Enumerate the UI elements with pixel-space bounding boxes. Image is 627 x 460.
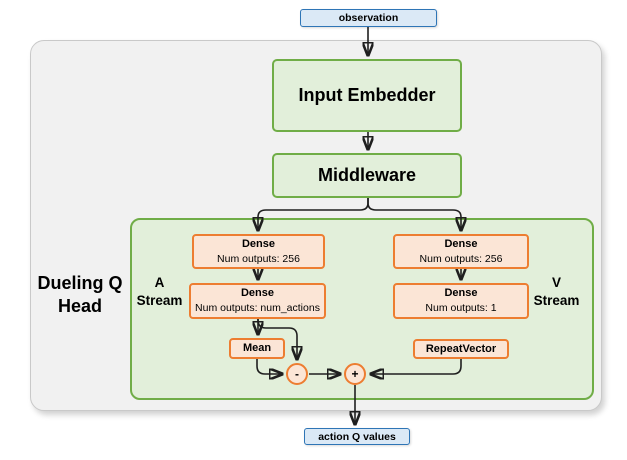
observation-node: observation bbox=[300, 9, 437, 27]
a-dense-2-title: Dense bbox=[240, 287, 275, 300]
mean-label: Mean bbox=[242, 342, 272, 355]
repeat-vector-label: RepeatVector bbox=[425, 342, 497, 355]
action-q-values-label: action Q values bbox=[318, 430, 396, 443]
repeat-vector-node: RepeatVector bbox=[413, 339, 509, 359]
observation-label: observation bbox=[338, 12, 399, 24]
middleware-node: Middleware bbox=[272, 153, 462, 198]
a-dense-2-node: Dense Num outputs: num_actions bbox=[189, 283, 326, 319]
v-dense-1-title: Dense bbox=[444, 237, 478, 250]
plus-label: + bbox=[351, 367, 359, 381]
a-dense-1-title: Dense bbox=[241, 237, 276, 250]
v-dense-2-node: Dense Num outputs: 1 bbox=[393, 283, 529, 319]
input-embedder-node: Input Embedder bbox=[272, 59, 462, 132]
v-dense-1-subtitle: Num outputs: 256 bbox=[419, 252, 503, 265]
a-stream-label: A Stream bbox=[136, 275, 183, 308]
middleware-label: Middleware bbox=[317, 165, 417, 185]
input-embedder-label: Input Embedder bbox=[298, 85, 436, 105]
dueling-q-head-label: Dueling Q Head bbox=[37, 273, 123, 316]
a-dense-1-node: Dense Num outputs: 256 bbox=[192, 234, 325, 269]
minus-label: - bbox=[295, 367, 299, 381]
a-dense-1-subtitle: Num outputs: 256 bbox=[217, 252, 300, 265]
minus-operator-node: - bbox=[286, 363, 308, 385]
a-dense-2-subtitle: Num outputs: num_actions bbox=[195, 302, 320, 315]
plus-operator-node: + bbox=[344, 363, 366, 385]
v-dense-1-node: Dense Num outputs: 256 bbox=[393, 234, 529, 269]
v-dense-2-title: Dense bbox=[444, 287, 478, 300]
action-q-values-node: action Q values bbox=[304, 428, 410, 445]
v-dense-2-subtitle: Num outputs: 1 bbox=[425, 302, 497, 315]
mean-node: Mean bbox=[229, 338, 285, 359]
v-stream-label: V Stream bbox=[533, 275, 580, 308]
